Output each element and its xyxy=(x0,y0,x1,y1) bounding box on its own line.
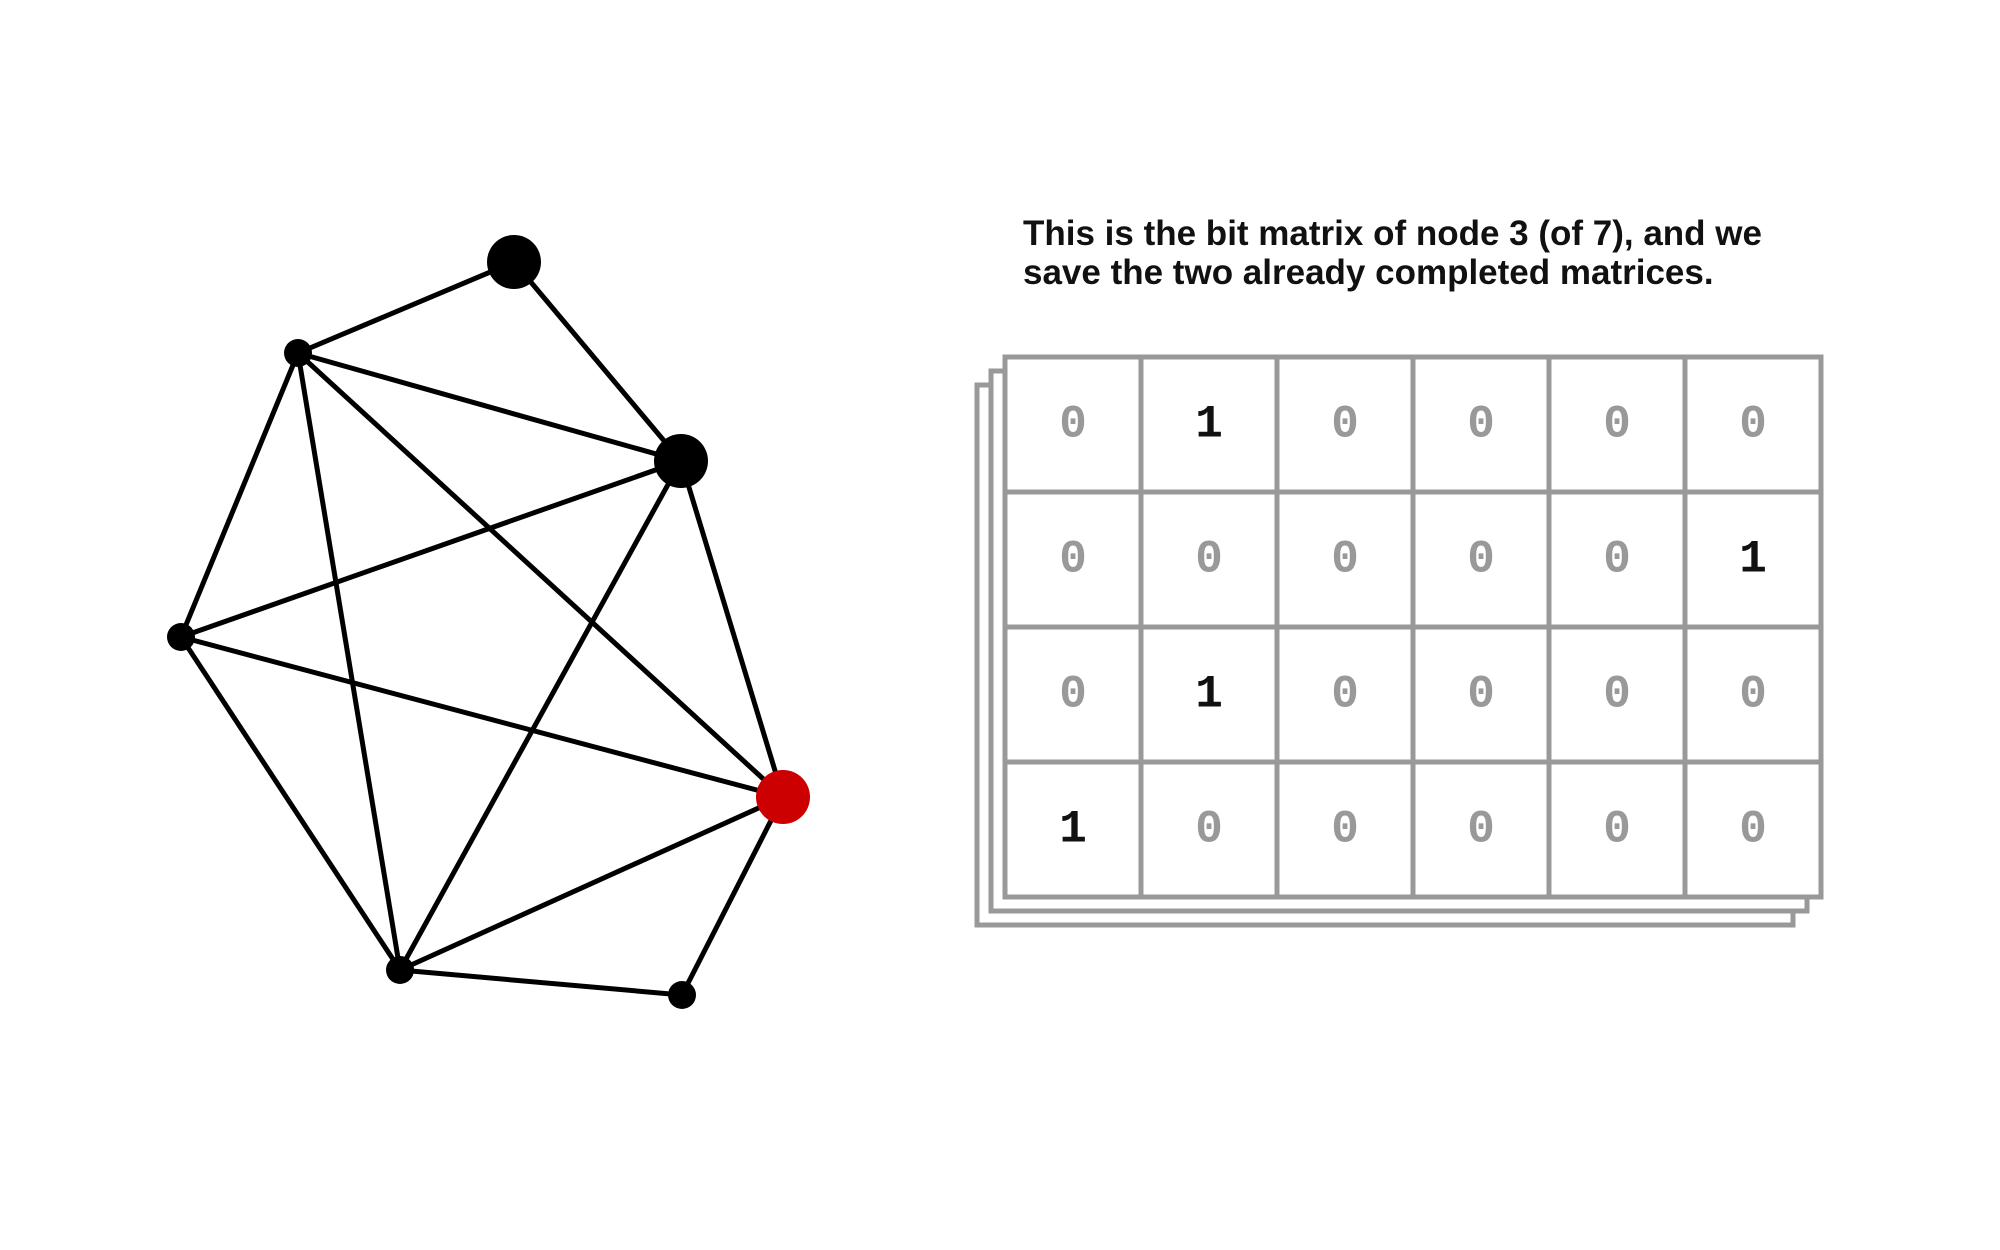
matrix-cell-value: 0 xyxy=(1467,804,1495,856)
graph-edges xyxy=(178,259,786,998)
graph-node xyxy=(284,339,312,367)
graph xyxy=(167,235,810,1009)
graph-node xyxy=(654,434,708,488)
graph-edge xyxy=(397,967,685,998)
graph-edge xyxy=(178,350,301,640)
bit-matrix: 0 1 0 0 0 0 0 0 0 0 0 1 0 1 0 0 0 0 1 0 0 0 0 0 xyxy=(974,354,1824,928)
graph-node xyxy=(386,956,414,984)
graph-edge xyxy=(178,634,403,973)
graph-node xyxy=(487,235,541,289)
graph-edge xyxy=(295,350,786,800)
matrix-cell-value: 0 xyxy=(1739,669,1767,721)
matrix-cell-value: 1 xyxy=(1739,534,1767,586)
bit-matrix-grid xyxy=(1002,354,1824,900)
graph-edge xyxy=(397,794,786,973)
graph-edge xyxy=(295,259,517,356)
graph-edge xyxy=(295,350,403,973)
matrix-cell-value: 0 xyxy=(1059,669,1087,721)
caption-line-2: save the two already completed matrices. xyxy=(1023,253,1714,292)
current-node xyxy=(756,770,810,824)
matrix-cell-value: 1 xyxy=(1195,399,1223,451)
matrix-cell-value: 0 xyxy=(1467,669,1495,721)
matrix-cell-value: 0 xyxy=(1059,399,1087,451)
graph-edge xyxy=(397,458,684,973)
caption-line-1: This is the bit matrix of node 3 (of 7),… xyxy=(1023,214,1762,253)
matrix-cell-value: 0 xyxy=(1059,534,1087,586)
matrix-cell-value: 0 xyxy=(1195,534,1223,586)
graph-edge xyxy=(178,634,786,800)
matrix-cell-value: 1 xyxy=(1059,804,1087,856)
matrix-cell-value: 0 xyxy=(1603,804,1631,856)
matrix-cell-value: 0 xyxy=(1739,399,1767,451)
graph-nodes xyxy=(167,235,810,1009)
caption: This is the bit matrix of node 3 (of 7),… xyxy=(1023,214,1783,292)
graph-edge xyxy=(678,458,786,800)
matrix-cell-value: 0 xyxy=(1603,669,1631,721)
matrix-cell-value: 0 xyxy=(1467,534,1495,586)
bit-matrix-cells: 0 1 0 0 0 0 0 0 0 0 0 1 0 1 0 0 0 0 1 0 0 0 0 0 xyxy=(1059,399,1767,856)
matrix-cell-value: 0 xyxy=(1739,804,1767,856)
matrix-cell-value: 0 xyxy=(1331,804,1359,856)
matrix-cell-value: 0 xyxy=(1331,669,1359,721)
matrix-cell-value: 0 xyxy=(1331,399,1359,451)
graph-edge xyxy=(295,350,684,464)
matrix-cell-value: 1 xyxy=(1195,669,1223,721)
matrix-cell-value: 0 xyxy=(1467,399,1495,451)
matrix-cell-value: 0 xyxy=(1603,399,1631,451)
graph-edge xyxy=(178,458,684,640)
graph-edge xyxy=(679,794,786,998)
graph-node xyxy=(167,623,195,651)
matrix-cell-value: 0 xyxy=(1603,534,1631,586)
graph-edge xyxy=(511,259,684,464)
graph-node xyxy=(668,981,696,1009)
matrix-cell-value: 0 xyxy=(1195,804,1223,856)
matrix-cell-value: 0 xyxy=(1331,534,1359,586)
